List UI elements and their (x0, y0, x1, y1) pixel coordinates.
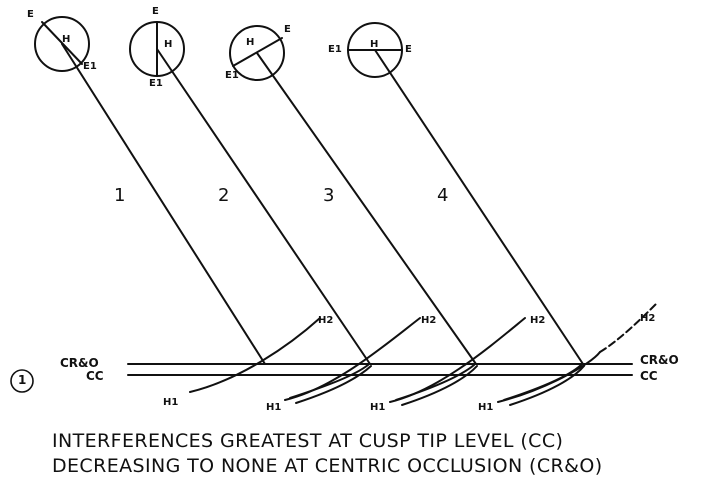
diagram-4-h1-label: H1 (478, 402, 494, 413)
diagram-1-h2-label: H2 (318, 315, 334, 326)
interference-2b (295, 365, 372, 404)
diameter-3 (232, 37, 283, 67)
curve-4-upper (599, 301, 659, 353)
path-line-2 (156, 48, 371, 365)
diagram-2-number: 2 (218, 185, 230, 206)
diagram-1-h-label: H (62, 34, 71, 45)
caption-line-2: DECREASING TO NONE AT CENTRIC OCCLUSION … (52, 455, 603, 477)
diagram-3-number: 3 (323, 185, 335, 206)
diagram-4-e-label: E (405, 44, 412, 55)
diagram-3-h1-label: H1 (370, 402, 386, 413)
diagram-1-h1-label: H1 (163, 397, 179, 408)
circle-1 (34, 16, 90, 72)
diagram-3-e1-label: E1 (225, 70, 239, 81)
diagram-4-h2-label: H2 (640, 313, 656, 324)
diagram-2-h1-label: H1 (266, 402, 282, 413)
diagram-1-e-label: E (27, 9, 34, 20)
diagram-4-number: 4 (437, 185, 449, 206)
cc-label-left: CC (86, 369, 104, 383)
caption-line-1: INTERFERENCES GREATEST AT CUSP TIP LEVEL… (52, 430, 564, 452)
figure-number: 1 (18, 373, 27, 387)
curve-4 (497, 351, 601, 403)
diagram-1-number: 1 (114, 185, 126, 206)
interference-4a (503, 364, 582, 401)
diagram-1-e1-label: E1 (83, 61, 97, 72)
diagram-2-h-label: H (164, 39, 173, 50)
figure-number-circle (10, 369, 34, 393)
circle-3 (229, 25, 285, 81)
interference-2a (289, 364, 369, 399)
diagram-4-e1-label: E1 (328, 44, 342, 55)
cr-eo-label-right: CR&O (640, 353, 679, 367)
diagram-2-e-label: E (152, 6, 159, 17)
diagram-2-e1-label: E1 (149, 78, 163, 89)
diagram-2-h2-label: H2 (421, 315, 437, 326)
interference-3a (395, 364, 475, 401)
path-line-4 (374, 49, 584, 365)
diagram-3-h-label: H (246, 37, 255, 48)
path-line-3 (256, 52, 477, 365)
cr-eo-label-left: CR&O (60, 356, 99, 370)
diagram-4-h-label: H (370, 39, 379, 50)
diagram-3-e-label: E (284, 24, 291, 35)
curve-1 (189, 317, 321, 393)
path-line-1 (61, 43, 266, 365)
diagram-3-h2-label: H2 (530, 315, 546, 326)
interference-3b (401, 365, 478, 406)
cc-label-right: CC (640, 369, 658, 383)
curve-3 (389, 317, 526, 403)
interference-4b (509, 365, 585, 406)
